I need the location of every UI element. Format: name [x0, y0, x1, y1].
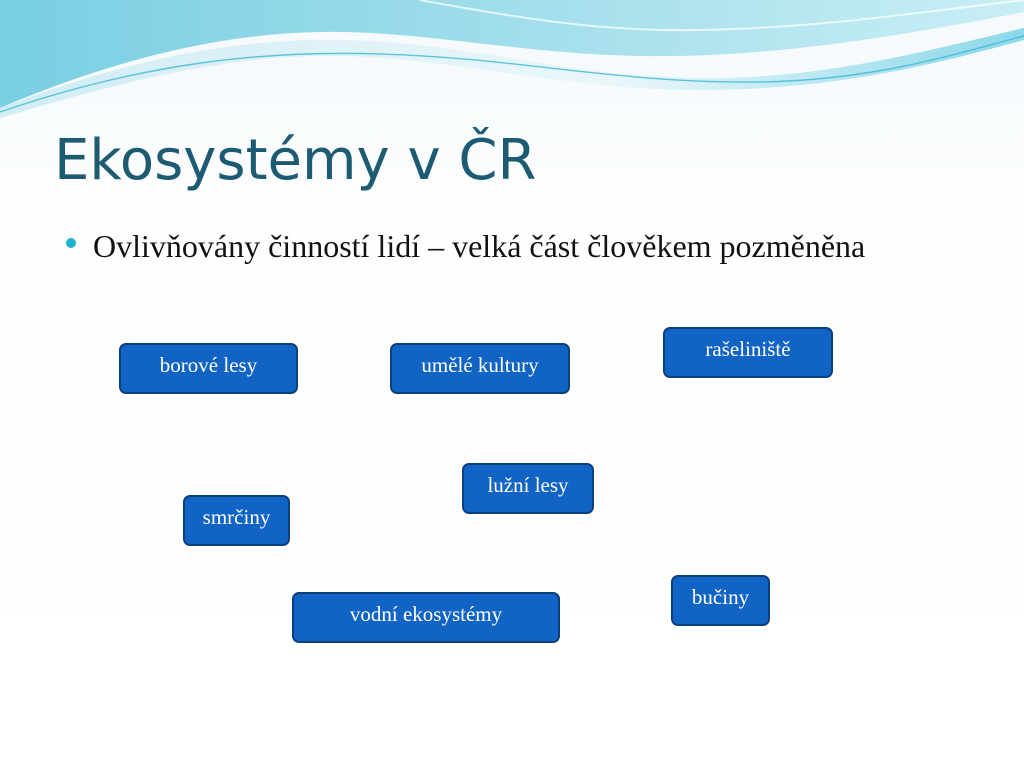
- bullet-marker-icon: [66, 238, 76, 248]
- bullet-text: Ovlivňovány činností lidí – velká část č…: [93, 228, 866, 264]
- tag-vodni-ekosystemy: vodní ekosystémy: [292, 592, 560, 643]
- tag-smrciny: smrčiny: [183, 495, 290, 546]
- tag-borove-lesy: borové lesy: [119, 343, 298, 394]
- tag-luzni-lesy: lužní lesy: [462, 463, 594, 514]
- tag-umele-kultury: umělé kultury: [390, 343, 570, 394]
- tag-raseliniste: rašeliniště: [663, 327, 833, 378]
- decorative-wave-header: [0, 0, 1024, 118]
- slide-title: Ekosystémy v ČR: [54, 128, 537, 193]
- tag-buciny: bučiny: [671, 575, 770, 626]
